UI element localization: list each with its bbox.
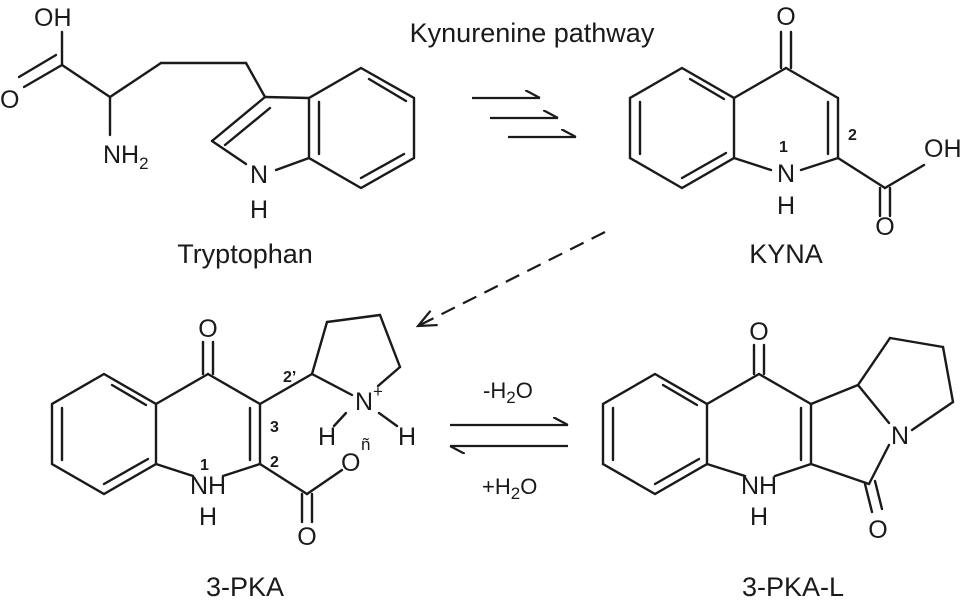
pka-plus-charge: + <box>373 382 383 401</box>
tryptophan-nh2-label: NH2 <box>103 141 149 173</box>
tryptophan-o-label: O <box>0 86 19 114</box>
pka-locant-2prime: 2’ <box>283 369 296 386</box>
pka-o-label: O <box>198 315 217 343</box>
tryptophan-oh-label: OH <box>34 4 72 32</box>
tryptophan-h-label: H <box>250 196 268 224</box>
pka-ammonium-n-label: N <box>355 388 373 416</box>
kyna-carbonyl-o-label: O <box>875 213 894 241</box>
pka-locant-2: 2 <box>270 454 279 471</box>
tryptophan-name: Tryptophan <box>177 239 313 269</box>
kyna-name: KYNA <box>749 239 823 269</box>
kyna-locant-2: 2 <box>848 127 857 144</box>
equilibrium-arrows <box>450 425 568 446</box>
kyna-locant-1: 1 <box>779 139 788 156</box>
pka-locant-3: 3 <box>270 419 279 436</box>
scheme-title: Kynurenine pathway <box>410 18 655 48</box>
tryptophan-structure: OH O NH2 N H <box>0 4 416 224</box>
pka-n-label: NH <box>190 472 226 500</box>
kyna-h-label: H <box>777 192 795 220</box>
pkal-o-top-label: O <box>749 318 768 346</box>
kyna-oh-label: OH <box>924 135 962 163</box>
pkal-o-bottom-label: O <box>868 516 887 544</box>
pka-n-tilde-label: ñ <box>361 435 370 454</box>
hydration-label: +H2O <box>482 474 537 503</box>
pkal-h-label: H <box>750 503 768 531</box>
pka-ammonium-h-left: H <box>318 423 336 451</box>
pkal-structure: O N NH H O <box>601 318 955 544</box>
pka-locant-1: 1 <box>200 457 209 474</box>
pkal-n-label: N <box>891 422 909 450</box>
pkal-name: 3-PKA-L <box>742 572 844 602</box>
tryptophan-n-label: N <box>250 161 268 189</box>
pka-ammonium-h-right: H <box>398 423 416 451</box>
pka-h-label: H <box>199 503 217 531</box>
multistep-arrows <box>472 98 576 139</box>
kyna-n-label: N <box>777 160 795 188</box>
kyna-structure: O 1 2 N H OH O <box>628 3 962 241</box>
pkal-nh-label: NH <box>741 472 777 500</box>
pka-carboxylate-o-label: O <box>341 449 360 477</box>
pka-name: 3-PKA <box>206 572 284 602</box>
kyna-o-label: O <box>776 3 795 31</box>
pka-carbonyl-o-label: O <box>297 523 316 551</box>
pka-structure: O 2’ 3 2 1 NH H N + H H O ñ O <box>50 313 416 551</box>
dehydration-label: -H2O <box>483 378 533 407</box>
dashed-arrow <box>418 231 606 326</box>
